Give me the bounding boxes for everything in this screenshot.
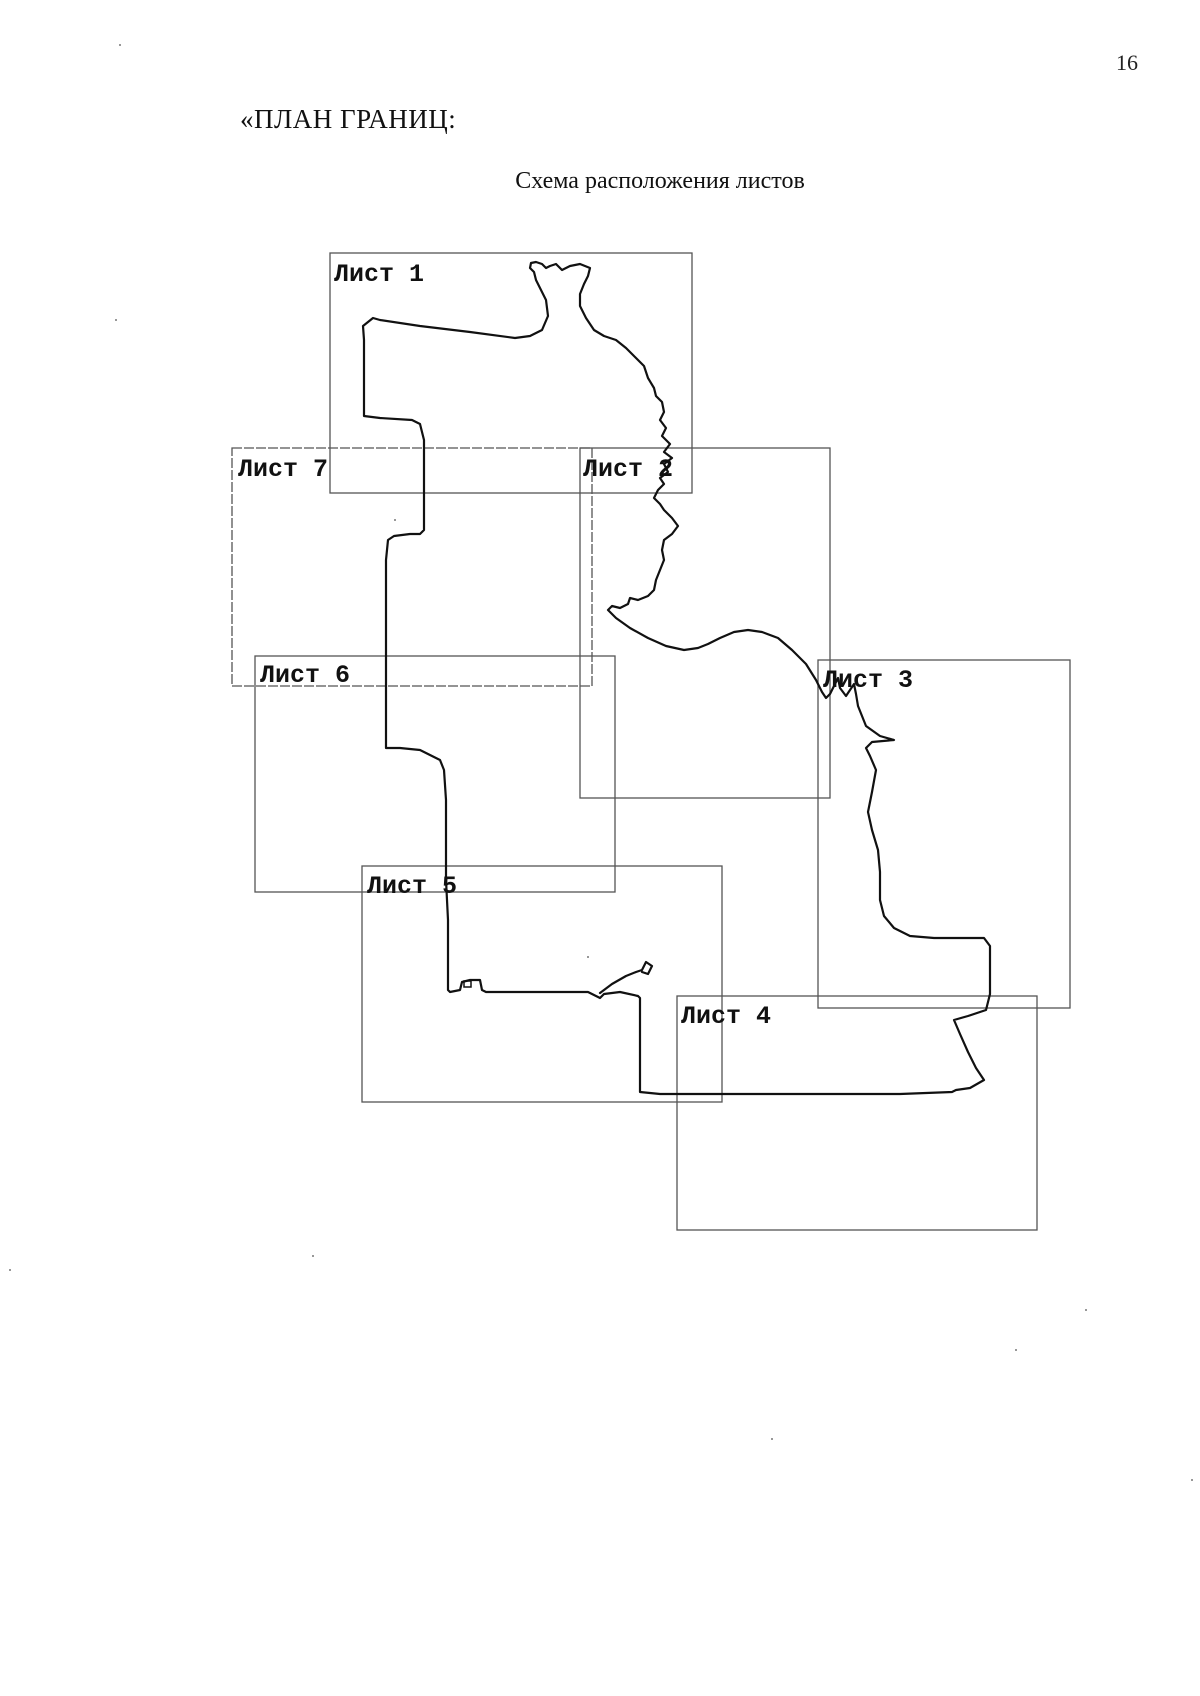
scan-speck [1015,1349,1017,1351]
sheet-6-frame [254,655,616,893]
scan-speck [394,519,396,521]
scan-speck [1085,1309,1087,1311]
boundary-branch [598,960,654,995]
page-heading: «ПЛАН ГРАНИЦ: [240,104,457,134]
sheet-1-frame [329,252,693,494]
sheet-label-1: Лист 1 [334,260,424,289]
sheet-label-4: Лист 4 [681,1002,771,1031]
scheme-title: Схема расположения листов [515,168,805,194]
sheet-2-frame [579,447,831,799]
sheet-5-frame [361,865,723,1103]
boundary-marker [463,980,472,988]
page-number: 16 [1116,50,1138,75]
scan-speck [9,1269,11,1271]
scan-speck [1191,1479,1193,1481]
scan-speck [771,1438,773,1440]
scan-speck [119,44,121,46]
scan-speck [312,1255,314,1257]
sheet-3-frame [817,659,1071,1009]
scan-speck [587,956,589,958]
sheet-label-7: Лист 7 [238,455,328,484]
sheet-4-frame [676,995,1038,1231]
sheet-7-frame [231,447,593,687]
sheet-label-2: Лист 2 [583,455,673,484]
boundary-outline [361,260,992,1096]
scan-speck [115,319,117,321]
sheet-label-6: Лист 6 [260,661,350,690]
sheet-label-5: Лист 5 [367,872,457,901]
